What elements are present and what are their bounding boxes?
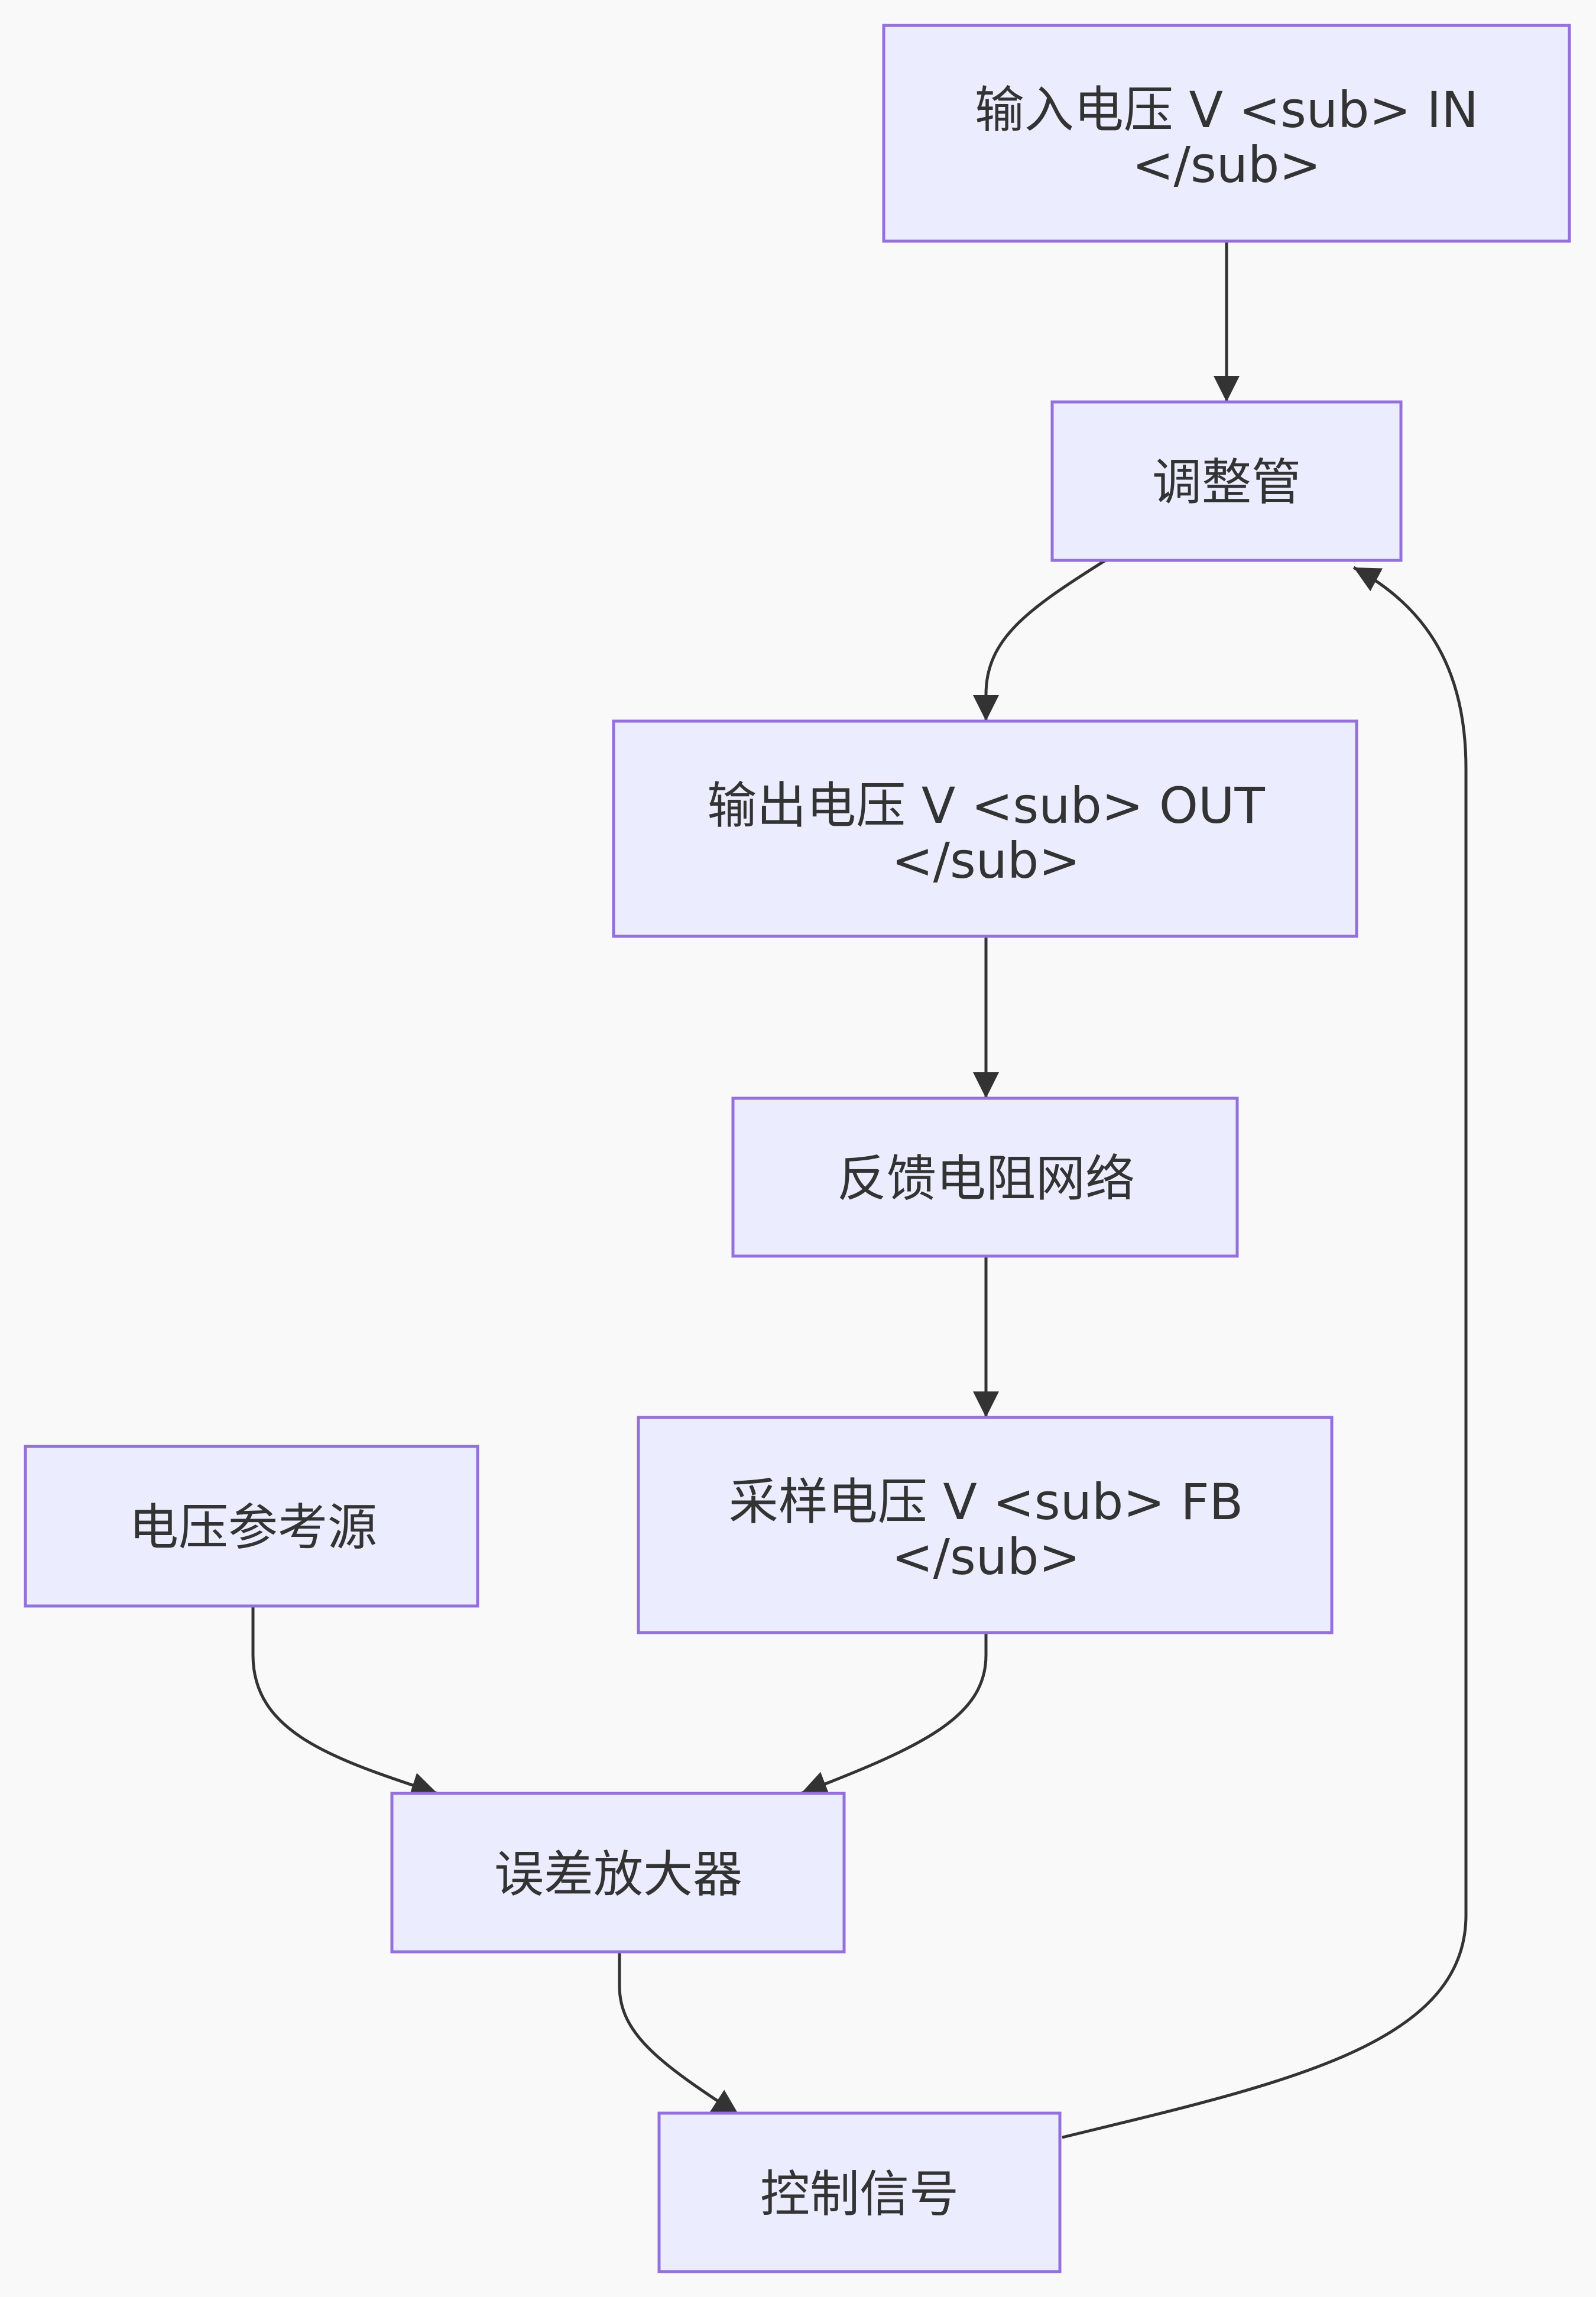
node-box-vfb: [637, 1416, 1334, 1634]
node-box-vout: [612, 719, 1358, 938]
node-label-vin-line1: 输入电压 V <sub> IN: [975, 81, 1478, 139]
node-box-vref: [24, 1445, 479, 1608]
node-vin: 输入电压 V <sub> IN </sub>: [882, 24, 1571, 243]
node-label-vout-line2: </sub>: [891, 832, 1080, 890]
edge-adjust-to-vout: [973, 559, 1107, 721]
node-box-erramp: [390, 1792, 846, 1954]
node-label-ctrl: 控制信号: [760, 2165, 959, 2223]
edge-ctrl-to-adjust: [1062, 566, 1468, 2139]
edge-erramp-to-ctrl: [618, 1952, 740, 2117]
node-adjust: 调整管: [1050, 400, 1403, 562]
node-erramp: 误差放大器: [390, 1792, 846, 1954]
node-label-erramp: 误差放大器: [494, 1845, 742, 1903]
node-label-vout-line1: 输出电压 V <sub> OUT: [707, 777, 1265, 835]
edges-group: [251, 241, 1468, 2139]
node-label-vfb-line1: 采样电压 V <sub> FB: [729, 1473, 1244, 1531]
node-vout: 输出电压 V <sub> OUT </sub>: [612, 719, 1358, 938]
node-vref: 电压参考源: [24, 1445, 479, 1608]
node-label-vfb-line2: </sub>: [891, 1528, 1080, 1586]
node-vfb: 采样电压 V <sub> FB </sub>: [637, 1416, 1334, 1634]
node-box-adjust: [1050, 400, 1403, 562]
edge-vref-to-erramp: [251, 1606, 438, 1798]
node-label-adjust: 调整管: [1152, 453, 1301, 511]
node-box-feedback: [731, 1096, 1239, 1258]
edge-vfb-to-erramp: [800, 1633, 988, 1796]
node-label-feedback: 反馈电阻网络: [837, 1150, 1135, 1208]
node-feedback: 反馈电阻网络: [731, 1096, 1239, 1258]
node-box-vin: [882, 24, 1571, 243]
node-label-vref: 电压参考源: [129, 1498, 377, 1556]
node-box-ctrl: [657, 2111, 1062, 2273]
node-ctrl: 控制信号: [657, 2111, 1062, 2273]
node-label-vin-line2: </sub>: [1132, 136, 1321, 194]
